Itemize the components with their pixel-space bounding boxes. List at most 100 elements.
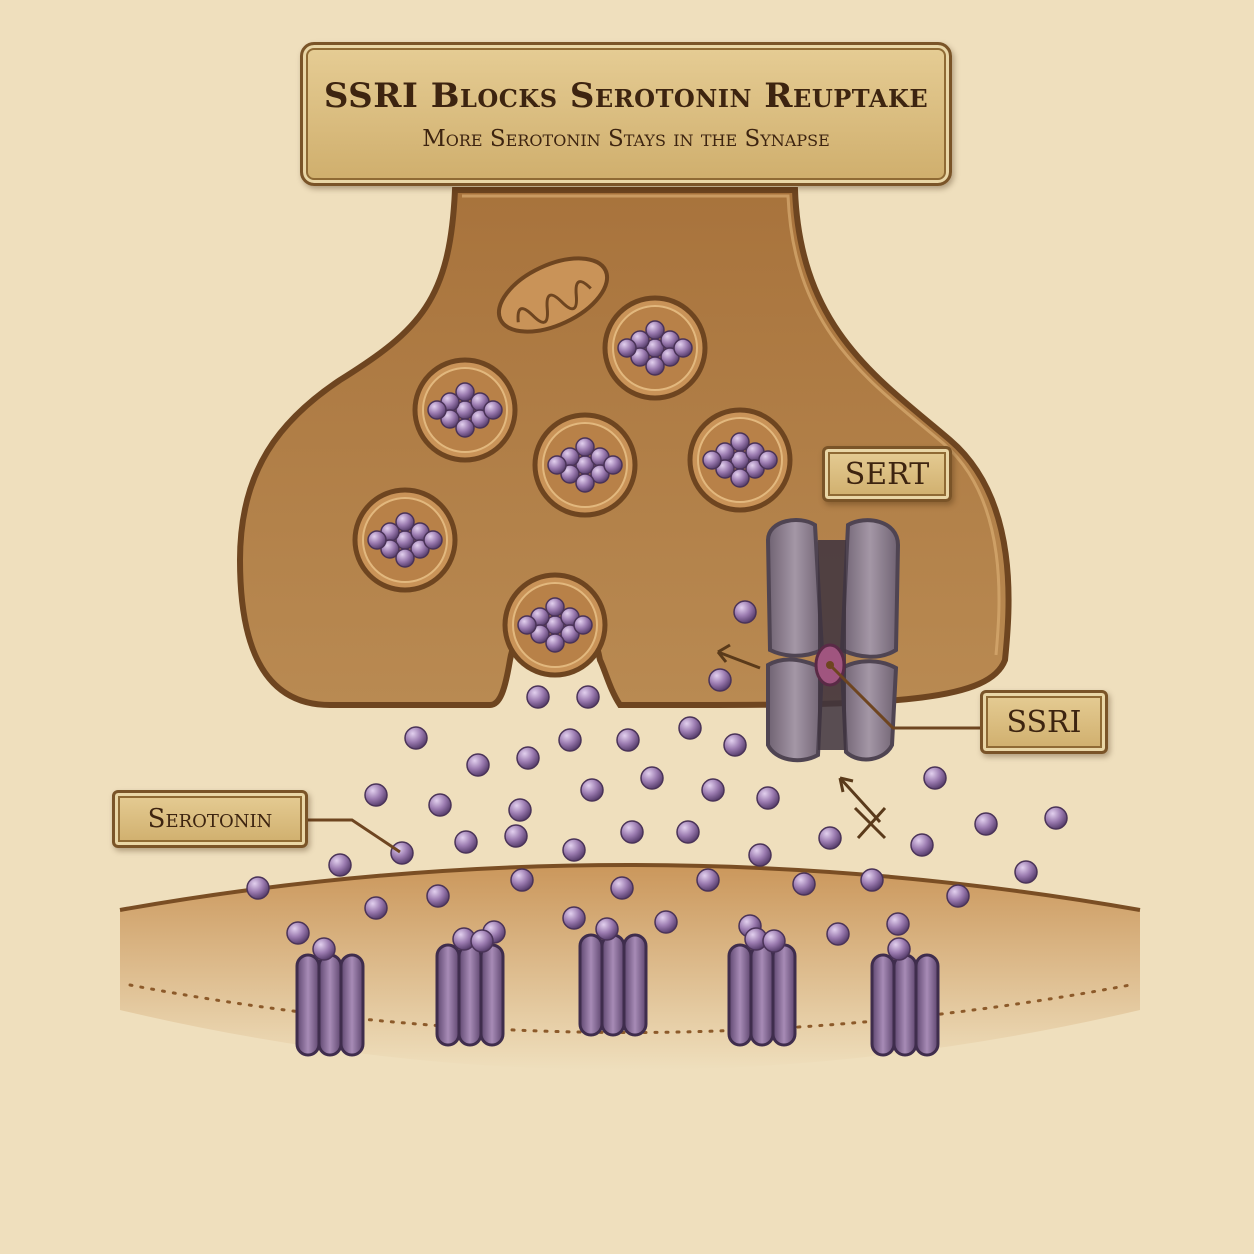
synaptic-cleft-serotonin [246, 600, 1068, 946]
serotonin-receptor [435, 927, 505, 1047]
serotonin-molecule [470, 929, 494, 953]
serotonin-molecule [1044, 806, 1068, 830]
serotonin-molecule [455, 382, 475, 402]
serotonin-molecule [580, 778, 604, 802]
serotonin-molecule [886, 912, 910, 936]
serotonin-molecule [545, 597, 565, 617]
serotonin-molecule [547, 455, 567, 475]
serotonin-molecule [562, 838, 586, 862]
serotonin-molecule [576, 685, 600, 709]
ssri-leader-line [828, 663, 980, 730]
serotonin-molecule [603, 455, 623, 475]
serotonin-molecule [427, 400, 447, 420]
serotonin-molecule [286, 921, 310, 945]
serotonin-molecule [733, 600, 757, 624]
blocked-reuptake-arrow [716, 643, 887, 840]
serotonin-molecule [645, 320, 665, 340]
serotonin-molecule [708, 668, 732, 692]
serotonin-molecule [517, 615, 537, 635]
serotonin-molecule [748, 843, 772, 867]
serotonin-molecule [516, 746, 540, 770]
serotonin-molecule [645, 356, 665, 376]
serotonin-molecule [455, 418, 475, 438]
serotonin-molecule [510, 868, 534, 892]
serotonin-molecule [545, 633, 565, 653]
diagram-title: SSRI Blocks Serotonin Reuptake [323, 76, 929, 116]
serotonin-molecule [466, 753, 490, 777]
serotonin-molecule [246, 876, 270, 900]
serotonin-molecule [426, 884, 450, 908]
serotonin-molecule [390, 841, 414, 865]
serotonin-molecule [887, 937, 911, 961]
serotonin-molecule [364, 896, 388, 920]
serotonin-molecule [616, 728, 640, 752]
title-plaque: SSRI Blocks Serotonin Reuptake More Sero… [300, 42, 952, 186]
serotonin-molecule [730, 432, 750, 452]
vesicle [602, 295, 708, 401]
serotonin-molecule [702, 450, 722, 470]
serotonin-molecule [428, 793, 452, 817]
serotonin-molecule [654, 910, 678, 934]
serotonin-leader-line [308, 818, 401, 854]
serotonin-label: Serotonin [112, 790, 308, 848]
serotonin-molecule [558, 728, 582, 752]
serotonin-molecule [923, 766, 947, 790]
serotonin-molecule [818, 826, 842, 850]
vesicle [687, 407, 793, 513]
serotonin-molecule [454, 830, 478, 854]
serotonin-molecule [701, 778, 725, 802]
serotonin-molecule [640, 766, 664, 790]
serotonin-molecule [312, 937, 336, 961]
serotonin-molecule [730, 468, 750, 488]
serotonin-molecule [395, 512, 415, 532]
serotonin-molecule [562, 906, 586, 930]
postsynaptic-receptors [295, 917, 940, 1057]
serotonin-molecule [860, 868, 884, 892]
serotonin-molecule [526, 685, 550, 709]
serotonin-molecule [974, 812, 998, 836]
serotonin-molecule [620, 820, 644, 844]
serotonin-molecule [367, 530, 387, 550]
serotonin-molecule [617, 338, 637, 358]
serotonin-molecule [328, 853, 352, 877]
serotonin-molecule [673, 338, 693, 358]
serotonin-molecule [595, 917, 619, 941]
serotonin-molecule [504, 824, 528, 848]
serotonin-molecule [508, 798, 532, 822]
serotonin-receptor [870, 937, 940, 1057]
serotonin-molecule [423, 530, 443, 550]
serotonin-receptor [727, 927, 797, 1047]
serotonin-molecule [792, 872, 816, 896]
serotonin-molecule [910, 833, 934, 857]
serotonin-molecule [762, 929, 786, 953]
sert-transporter [765, 518, 901, 763]
ssri-label: SSRI [980, 690, 1108, 754]
serotonin-molecule [610, 876, 634, 900]
serotonin-molecule [575, 437, 595, 457]
serotonin-molecule [826, 922, 850, 946]
serotonin-molecule [696, 868, 720, 892]
serotonin-molecule [723, 733, 747, 757]
synaptic-vesicles [352, 295, 793, 678]
serotonin-molecule [364, 783, 388, 807]
vesicle [352, 487, 458, 593]
vesicle [412, 357, 518, 463]
serotonin-molecule [404, 726, 428, 750]
serotonin-molecule [573, 615, 593, 635]
serotonin-molecule [676, 820, 700, 844]
serotonin-molecule [678, 716, 702, 740]
sert-label: SERT [822, 446, 952, 502]
serotonin-molecule [483, 400, 503, 420]
serotonin-molecule [395, 548, 415, 568]
serotonin-molecule [1014, 860, 1038, 884]
serotonin-molecule [946, 884, 970, 908]
mitochondrion [496, 256, 610, 334]
serotonin-receptor [578, 917, 648, 1037]
serotonin-molecule [756, 786, 780, 810]
diagram-subtitle: More Serotonin Stays in the Synapse [422, 126, 830, 152]
vesicle [502, 572, 608, 678]
serotonin-receptor [295, 937, 365, 1057]
serotonin-molecule [575, 473, 595, 493]
